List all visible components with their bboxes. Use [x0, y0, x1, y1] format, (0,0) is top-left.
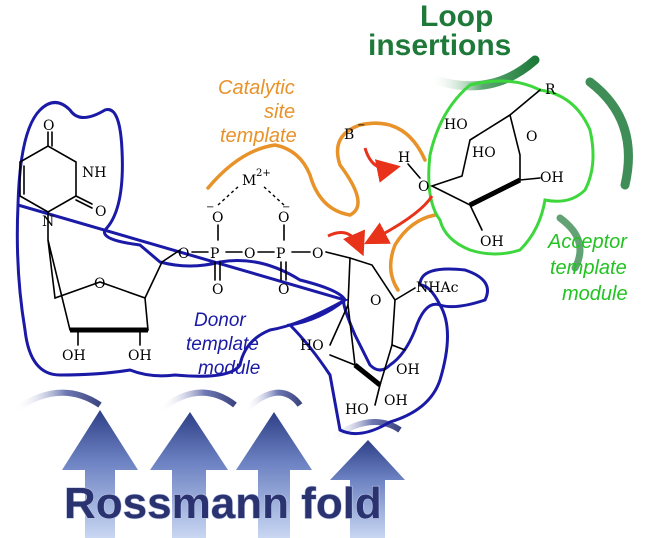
- metal-ion: M: [242, 173, 256, 189]
- ribose: O OH OH: [47, 239, 181, 364]
- rossmann-hood-3: [242, 389, 303, 413]
- loop-label-line1: Loop: [420, 0, 493, 33]
- nhac-label: NHAc: [416, 280, 459, 296]
- acceptor-label-line2: template: [550, 257, 627, 279]
- donor-ring-o: O: [370, 293, 381, 309]
- loop-ribbon-top: [425, 55, 540, 91]
- rossmann-arrows: [13, 389, 405, 538]
- labels: Loop insertions Catalytic site template …: [63, 0, 628, 529]
- donor-label-line3: module: [198, 358, 260, 379]
- loop-ribbon-right: [585, 77, 633, 190]
- acceptor-oh-3: OH: [540, 170, 564, 186]
- catalytic-label-line3: template: [220, 125, 297, 147]
- ribose-ring-o: O: [94, 276, 105, 292]
- rossmann-arrow-4: [330, 440, 405, 538]
- arrow-bond-cleave: [327, 229, 366, 257]
- catalytic-label-line1: Catalytic: [218, 77, 295, 99]
- acceptor-oh-4: OH: [480, 234, 504, 250]
- rossmann-arrow-1: [62, 410, 138, 538]
- rossmann-label: Rossmann fold: [64, 479, 382, 528]
- donor-template-outline: [15, 101, 489, 436]
- uracil-o-right: O: [95, 204, 106, 220]
- hydrogen-label: H: [398, 150, 410, 166]
- phosphate-o-minus-2: O: [278, 210, 289, 226]
- acceptor-o: O: [418, 179, 429, 195]
- ester-o: O: [178, 246, 189, 262]
- phosphate-o-minus-1: O: [212, 210, 223, 226]
- arrow-o-to-c: [364, 195, 434, 245]
- rossmann-hood-2: [158, 389, 237, 413]
- uracil: O NH O N: [19, 118, 106, 241]
- uracil-nh: NH: [82, 165, 106, 181]
- donor-oh-4: OH: [384, 393, 408, 409]
- ribose-oh-2: OH: [128, 348, 152, 364]
- rossmann-hood-4: [328, 419, 402, 443]
- loop-ribbons: [425, 55, 633, 272]
- diphosphate: O P O P O O − O − O O M 2+: [178, 168, 351, 298]
- catalytic-site-lower: [388, 213, 437, 292]
- acceptor-label-line1: Acceptor: [547, 231, 628, 253]
- loop-label-line2: insertions: [368, 29, 511, 62]
- donor-label-line1: Donor: [194, 310, 246, 331]
- base-label: B: [344, 127, 354, 143]
- donor-sugar: O NHAc HO OH HO OH: [300, 256, 459, 418]
- phosphorus-1: P: [210, 246, 219, 262]
- uracil-n: N: [42, 214, 54, 230]
- phosphate-o-bottom-1: O: [212, 282, 223, 298]
- loop-ribbon-bottom: [556, 214, 584, 272]
- donor-ho-3: HO: [345, 402, 369, 418]
- phosphate-charge-1: −: [206, 202, 214, 213]
- acceptor-ring-o: O: [526, 129, 537, 145]
- uracil-o-top: O: [43, 118, 54, 134]
- acceptor-sugar: B − H O R HO O HO OH OH: [344, 82, 564, 250]
- donor-ho-1: HO: [300, 338, 324, 354]
- phosphate-charge-2: −: [282, 202, 290, 213]
- mechanism-arrows: [327, 147, 434, 257]
- bridge-o: O: [244, 246, 255, 262]
- arrow-base-to-h: [363, 147, 401, 183]
- acceptor-ho-2: HO: [472, 145, 496, 161]
- leaving-o: O: [312, 246, 323, 262]
- phosphate-o-bottom-2: O: [278, 282, 289, 298]
- r-group: R: [545, 82, 556, 98]
- acceptor-template-outline: [427, 79, 595, 256]
- acceptor-ho-1: HO: [444, 117, 468, 133]
- ribose-oh-1: OH: [62, 348, 86, 364]
- base-charge: −: [357, 120, 365, 131]
- acceptor-label-line3: module: [562, 283, 628, 305]
- catalytic-site-outline: [206, 121, 427, 217]
- rossmann-hood-1: [13, 389, 102, 413]
- rossmann-arrow-2: [150, 412, 228, 538]
- metal-charge: 2+: [256, 168, 271, 179]
- catalytic-label-line2: site: [264, 101, 295, 123]
- donor-oh-2: OH: [396, 362, 420, 378]
- phosphorus-2: P: [276, 246, 285, 262]
- rossmann-arrow-3: [236, 412, 312, 538]
- donor-label-line2: template: [186, 334, 259, 355]
